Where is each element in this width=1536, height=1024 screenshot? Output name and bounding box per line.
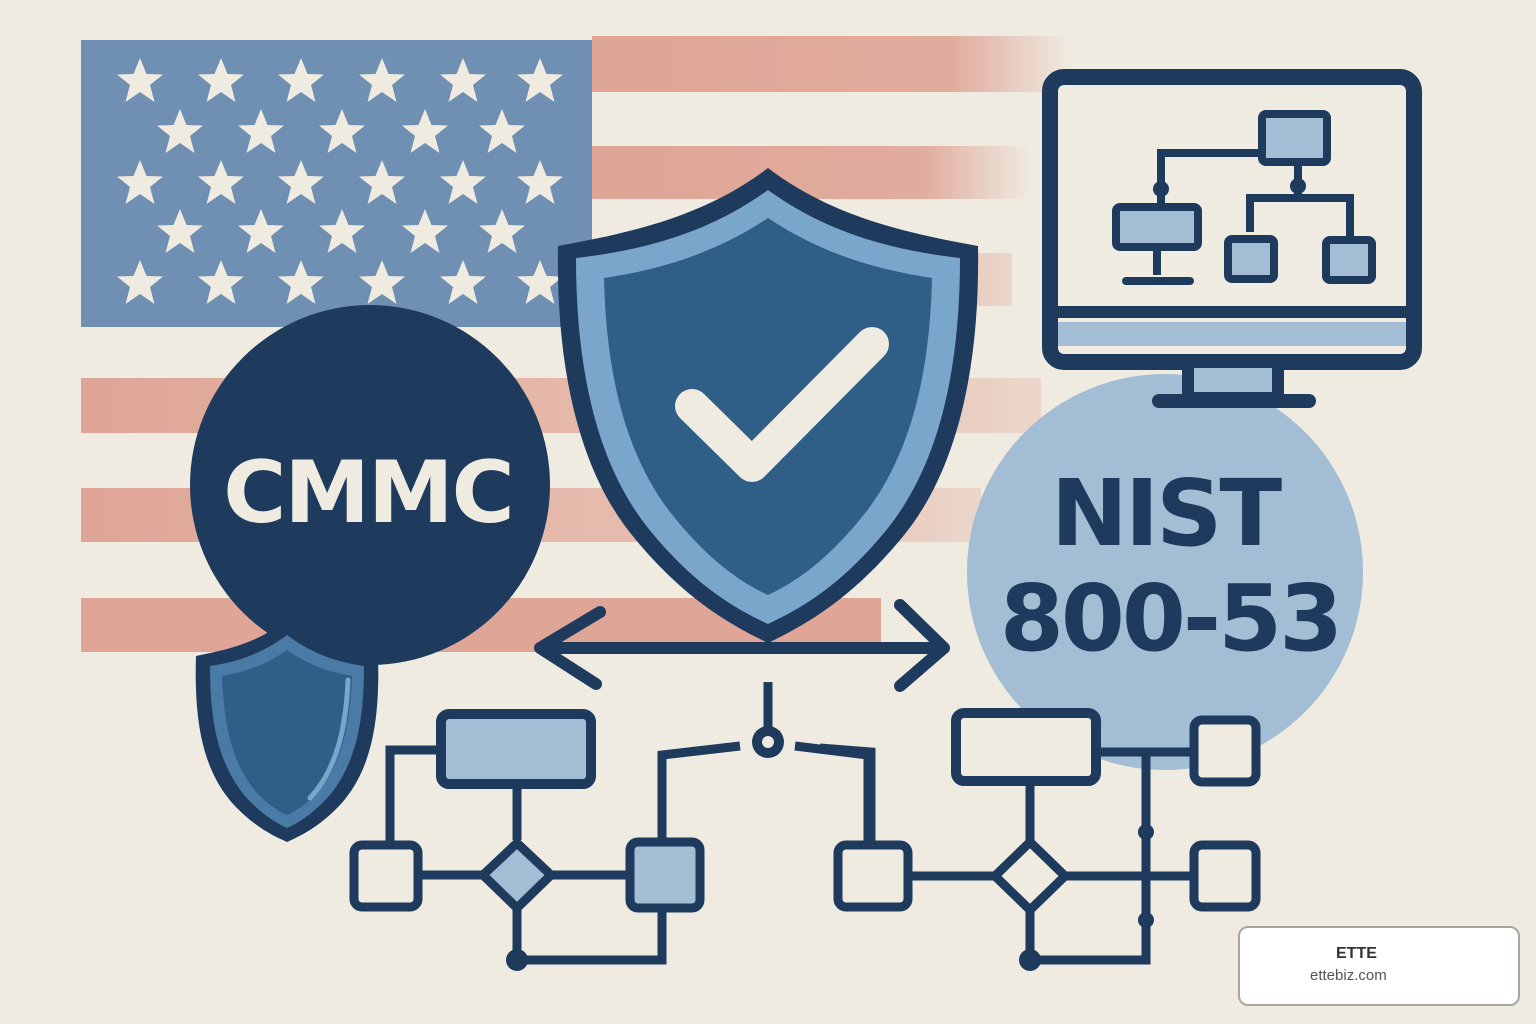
flowchart-right-icon bbox=[819, 708, 1261, 971]
monitor-org-chart-icon bbox=[1042, 69, 1422, 408]
small-shield-icon bbox=[195, 620, 379, 842]
nist-label-line2: 800-53 bbox=[1000, 565, 1340, 672]
nist-800-53-badge: NIST 800-53 bbox=[967, 374, 1363, 770]
cmmc-label: CMMC bbox=[223, 443, 512, 543]
nist-label-line1: NIST bbox=[1051, 460, 1282, 567]
bidirectional-arrow-icon bbox=[534, 599, 950, 692]
flowchart-left-icon bbox=[349, 682, 873, 971]
shield-check-icon bbox=[557, 168, 979, 643]
cmmc-badge: CMMC bbox=[190, 305, 550, 665]
checkmark-icon bbox=[675, 327, 889, 482]
watermark-card[interactable]: ETTE ettebiz.com bbox=[1238, 926, 1520, 1006]
watermark-url-link[interactable]: ettebiz.com bbox=[1310, 967, 1387, 984]
watermark-title: ETTE bbox=[1336, 945, 1377, 962]
